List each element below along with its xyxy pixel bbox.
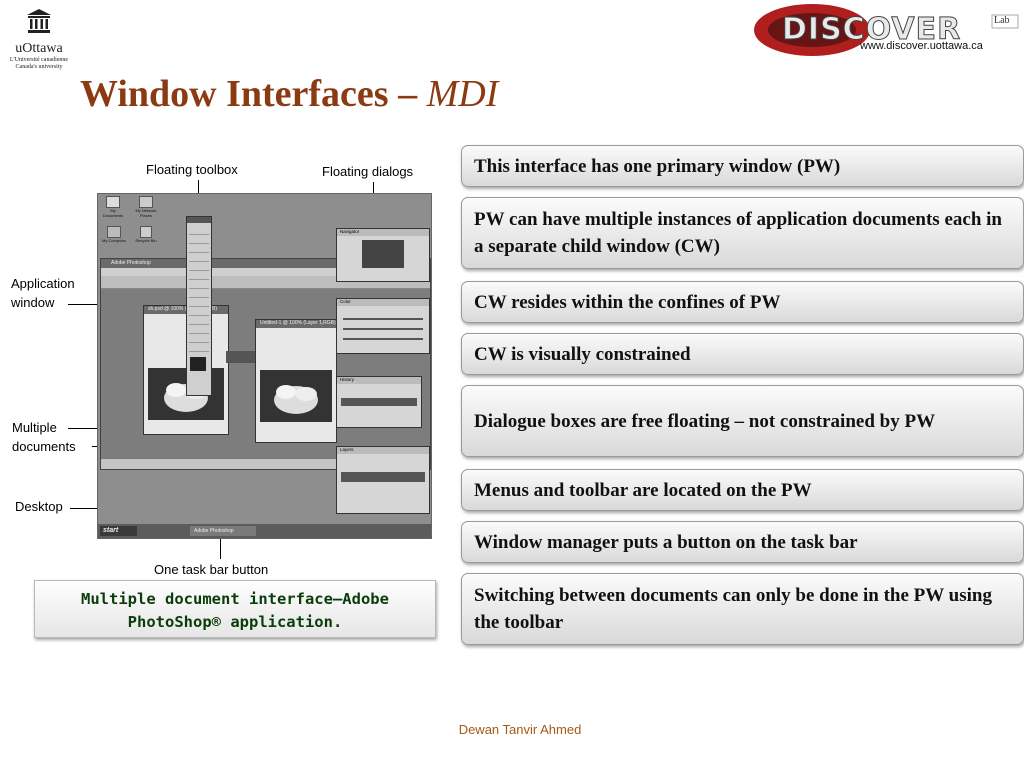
slide-title-main: Window Interfaces – [80, 73, 427, 115]
lab-url: www.discover.uottawa.ca [860, 40, 983, 52]
network-icon [139, 196, 153, 208]
callout-multiple-documents-1: Multiple [12, 420, 57, 435]
ps-app-title: Adobe Photoshop [111, 260, 151, 266]
desktop-icon-my-computer: My Computer [102, 226, 126, 243]
ps-floating-toolbox[interactable] [186, 216, 212, 396]
callout-floating-dialogs: Floating dialogs [322, 164, 414, 179]
figure-caption-line-1: Multiple document interface—Adobe [81, 590, 389, 608]
org-name: uOttawa [15, 41, 63, 56]
bullet-dialogue-boxes: Dialogue boxes are free floating – not c… [461, 385, 1024, 457]
discover-wordmark: DISCOVER [781, 12, 962, 48]
figure-caption: Multiple document interface—Adobe PhotoS… [34, 580, 436, 638]
discover-lab-logo: DISCOVER Lab www.discover.uottawa.ca [752, 2, 1020, 58]
desktop-icon-label: Recycle Bin [135, 238, 157, 243]
ps-history-dialog[interactable]: History [336, 376, 422, 428]
slide-title-italic: MDI [426, 73, 499, 115]
uottawa-logo: uOttawa L'Université canadienne Canada's… [8, 8, 70, 71]
bullet-menus-toolbar: Menus and toolbar are located on the PW [461, 469, 1024, 511]
recycle-bin-icon [140, 226, 152, 238]
windows-taskbar: start Adobe Photoshop [98, 524, 431, 538]
desktop-icon-label: My Computer [102, 238, 127, 243]
callout-application-window-2: window [11, 295, 55, 310]
leader-application-window [68, 304, 110, 305]
ps-status-bar [101, 458, 430, 469]
bullet-switching-documents: Switching between documents can only be … [461, 573, 1024, 645]
discover-logo-graphic [754, 4, 1019, 56]
bullet-cw-confines: CW resides within the confines of PW [461, 281, 1024, 323]
callout-desktop: Desktop [15, 499, 63, 514]
figure-caption-line-2: PhotoShop® application. [127, 613, 343, 631]
photoshop-screenshot: My Documents My Network Places My Comput… [97, 193, 432, 539]
taskbar-photoshop-button[interactable]: Adobe Photoshop [190, 526, 256, 536]
desktop-icon-my-network: My Network Places [134, 196, 158, 218]
color-tab[interactable]: Color [337, 299, 429, 306]
computer-icon [107, 226, 121, 238]
leader-task-bar-button [220, 535, 221, 559]
folder-icon [106, 196, 120, 208]
slide-title: Window Interfaces – MDI [80, 72, 498, 116]
university-building-icon [27, 9, 51, 33]
ps-color-dialog[interactable]: Color [336, 298, 430, 354]
callout-task-bar-button: One task bar button [154, 562, 269, 577]
ps-navigator-dialog[interactable]: Navigator [336, 228, 430, 282]
bullet-task-bar: Window manager puts a button on the task… [461, 521, 1024, 563]
callout-application-window-1: Application [11, 276, 75, 291]
navigator-preview [362, 240, 404, 268]
toolbox-titlebar [187, 217, 211, 223]
footer-author: Dewan Tanvir Ahmed [458, 722, 582, 737]
org-subtitle-en: Canada's university [15, 64, 63, 70]
desktop-icon-my-documents: My Documents [102, 196, 124, 218]
flower-image-icon [274, 385, 318, 414]
navigator-tab[interactable]: Navigator [337, 229, 429, 236]
leader-desktop [70, 508, 112, 509]
color-sliders[interactable] [343, 310, 423, 344]
bullet-child-windows: PW can have multiple instances of applic… [461, 197, 1024, 269]
bullet-cw-constrained: CW is visually constrained [461, 333, 1024, 375]
desktop-icon-label: My Network Places [135, 208, 157, 218]
doc2-title: Untitled-1 @ 100% (Layer 1,RGB) [260, 320, 336, 326]
callout-floating-toolbox: Floating toolbox [146, 162, 238, 177]
ps-layers-dialog[interactable]: Layers [336, 446, 430, 514]
desktop-icon-label: My Documents [102, 208, 124, 218]
desktop-icon-recycle-bin: Recycle Bin [134, 226, 158, 243]
history-selected-row[interactable] [341, 398, 417, 406]
org-subtitle-fr: L'Université canadienne [9, 57, 69, 63]
doc2-titlebar: Untitled-1 @ 100% (Layer 1,RGB) [256, 320, 336, 328]
doc2-image [260, 370, 332, 422]
ps-application-window: Adobe Photoshop sb.psd @ 100% (Layer 1,R… [100, 258, 431, 470]
ps-app-titlebar: Adobe Photoshop [101, 259, 430, 268]
toolbox-tools[interactable] [189, 226, 209, 354]
color-swatch[interactable] [190, 357, 206, 371]
ps-menubar [101, 268, 430, 276]
ps-document-window-2: Untitled-1 @ 100% (Layer 1,RGB) [255, 319, 337, 443]
history-tab[interactable]: History [337, 377, 421, 384]
layers-tab[interactable]: Layers [337, 447, 429, 454]
lab-badge: Lab [994, 15, 1010, 26]
doc1-title: sb.psd @ 100% (Layer 1,RGB) [148, 306, 217, 312]
callout-multiple-documents-2: documents [12, 439, 76, 454]
layers-selected-row[interactable] [341, 472, 425, 482]
bullet-primary-window: This interface has one primary window (P… [461, 145, 1024, 187]
start-button[interactable]: start [100, 526, 137, 536]
